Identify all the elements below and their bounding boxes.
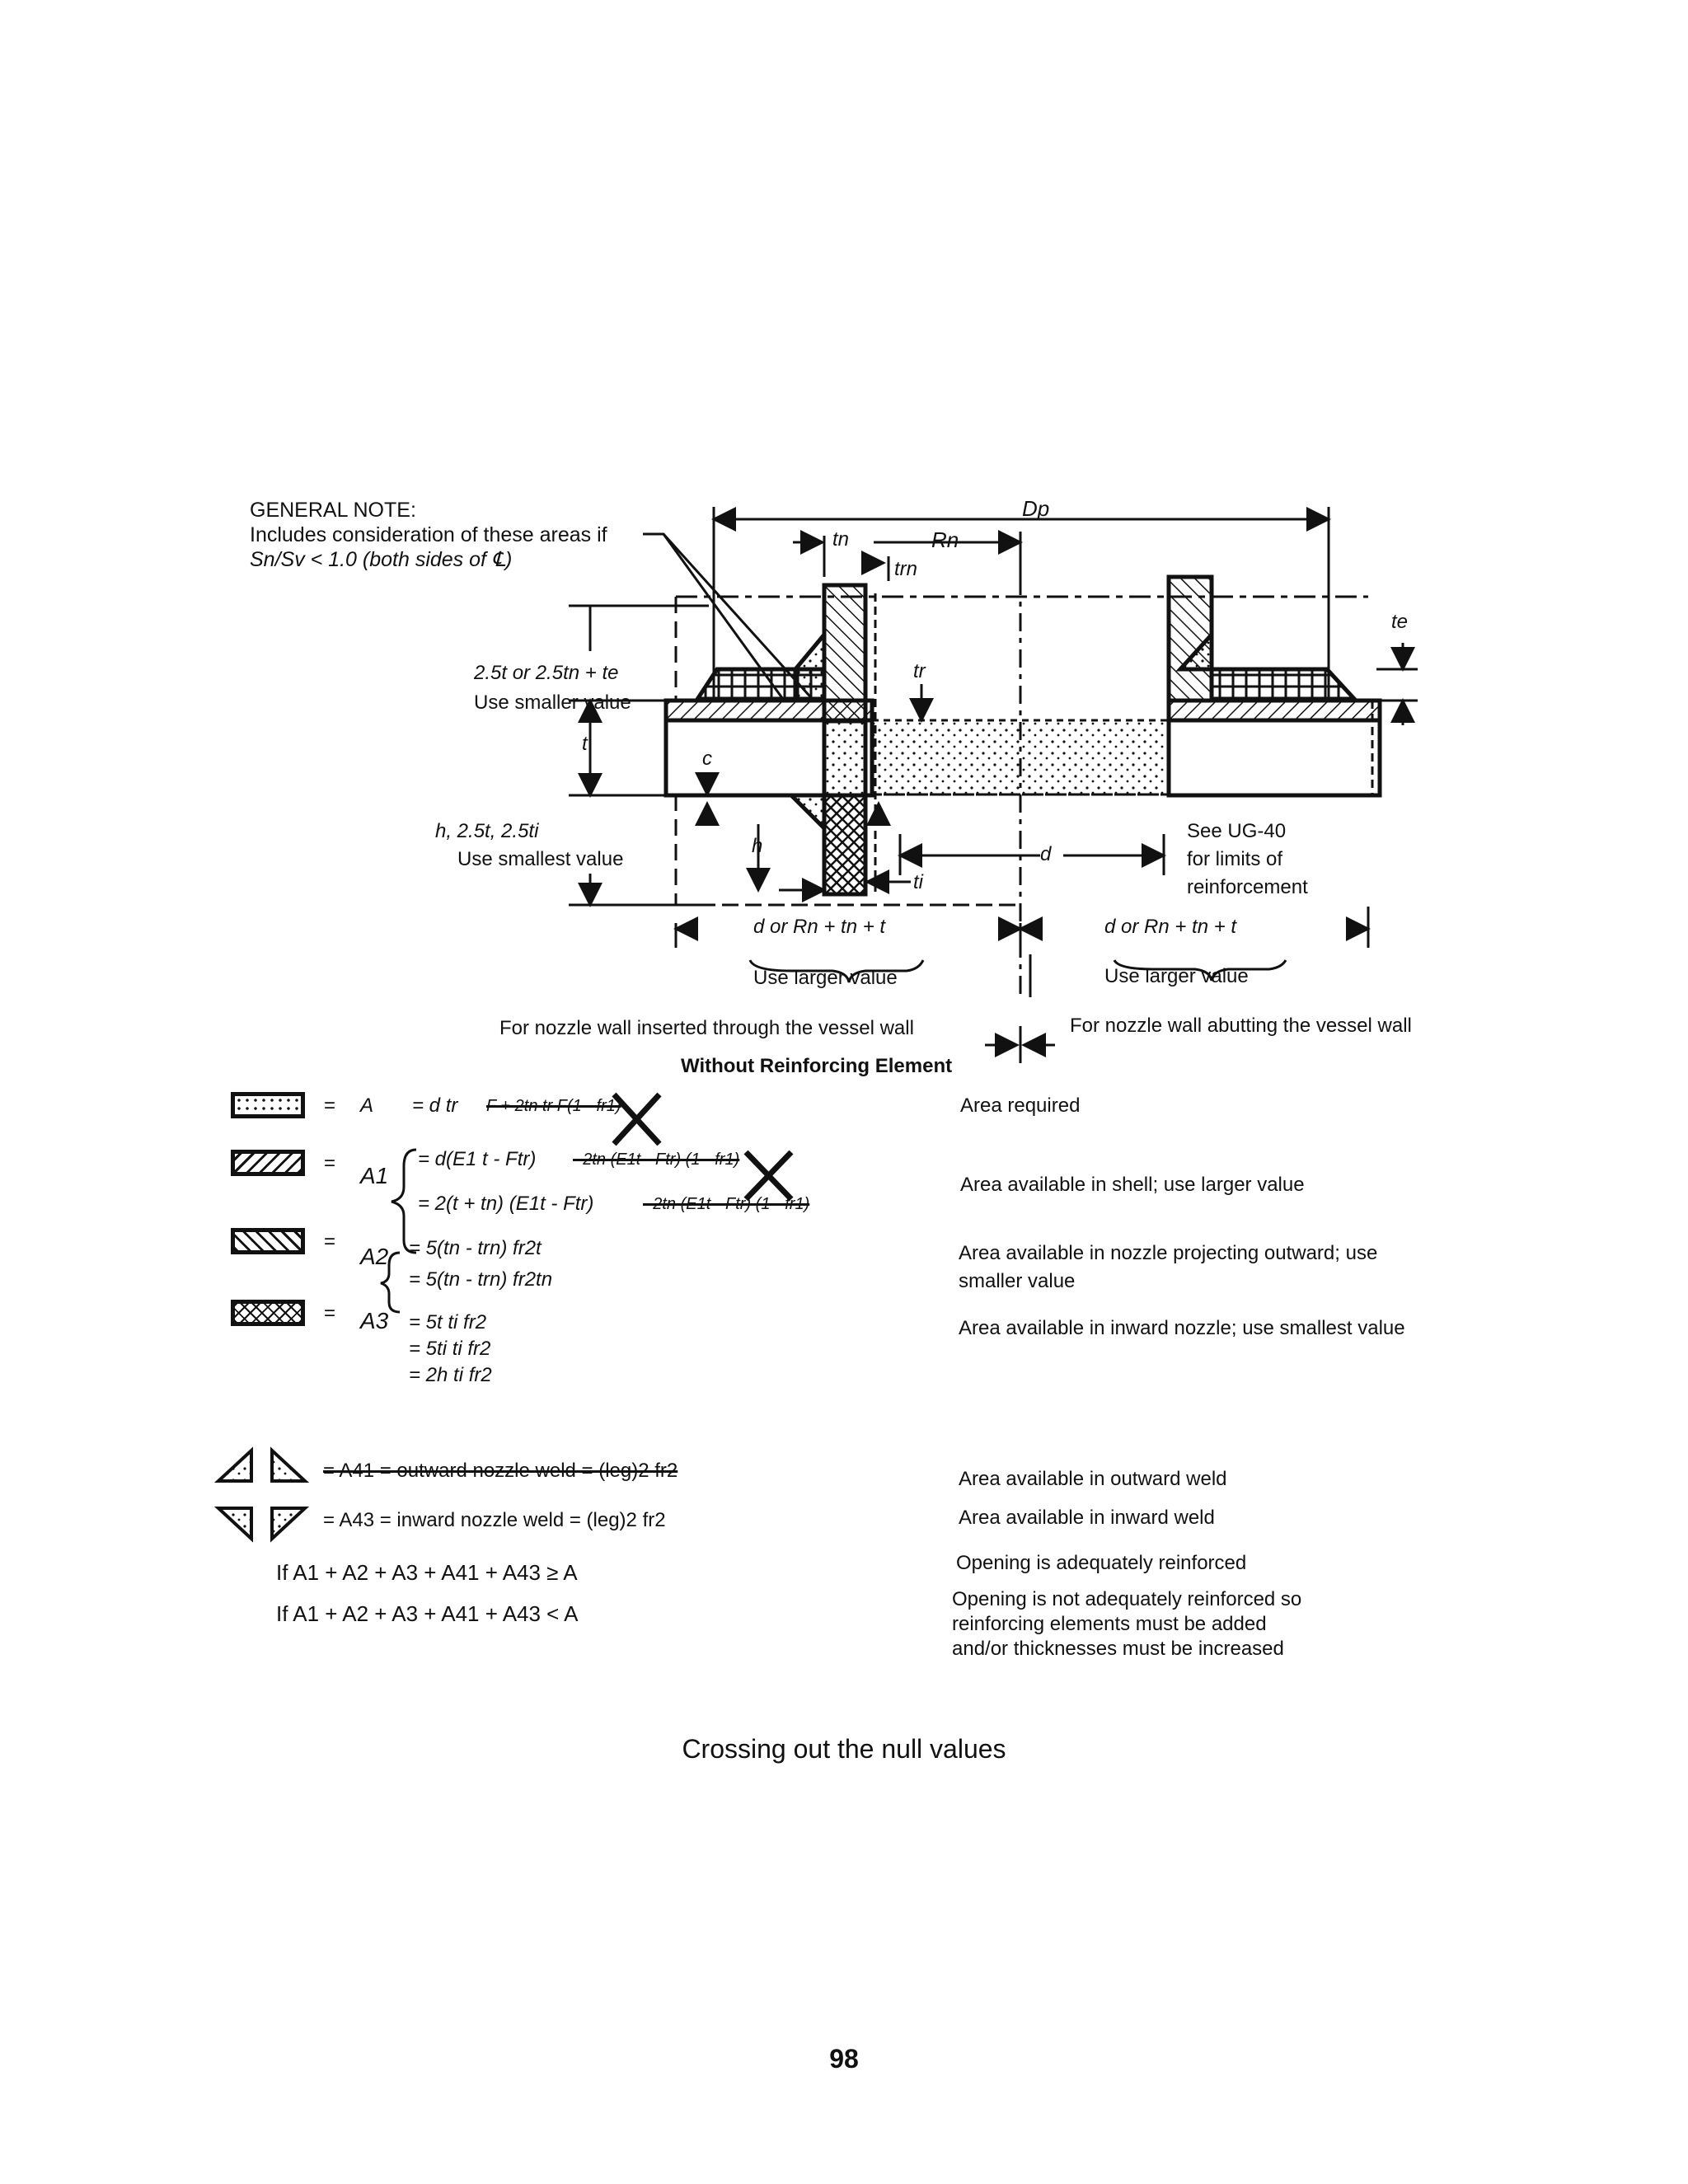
label-trn: trn <box>894 558 918 580</box>
desc-a2-line2: smaller value <box>959 1270 1076 1292</box>
general-note-heading: GENERAL NOTE: <box>250 499 416 522</box>
desc-a43: Area available in inward weld <box>959 1507 1215 1529</box>
label-dp: Dp <box>1022 496 1050 521</box>
eq-a43: = A43 = inward nozzle weld = (leg)2 fr2 <box>323 1509 666 1531</box>
eq-a-f1: = d tr <box>412 1094 458 1117</box>
general-note-line2: Sn/Sv < 1.0 (both sides of ℄) <box>250 548 513 571</box>
bottom-dim-right: d or Rn + tn + t <box>1104 916 1237 938</box>
abutting-note: For nozzle wall abutting the vessel wall <box>1070 1015 1412 1037</box>
bottom-dim-right-sub: Use larger value <box>1104 965 1249 987</box>
limit2-sub: Use smallest value <box>457 848 624 870</box>
eq-a41-struck: = A41 = outward nozzle weld = (leg)2 fr2 <box>323 1460 678 1482</box>
label-te: te <box>1391 611 1409 633</box>
cond2-formula: If A1 + A2 + A3 + A41 + A43 < A <box>276 1601 579 1626</box>
cond1-formula: If A1 + A2 + A3 + A41 + A43 ≥ A <box>276 1560 578 1585</box>
eq-a2-f2: = 5(tn - trn) fr2tn <box>409 1268 553 1291</box>
eq-sign-a1: = <box>324 1152 336 1174</box>
page-number: 98 <box>829 2044 859 2074</box>
desc-a41: Area available in outward weld <box>959 1468 1227 1490</box>
label-t: t <box>582 733 588 755</box>
eq-a3-f2: = 5ti ti fr2 <box>409 1338 491 1360</box>
desc-a: Area required <box>960 1094 1081 1117</box>
limit1-sub: Use smaller value <box>474 691 631 714</box>
cond2-desc3: and/or thicknesses must be increased <box>952 1638 1284 1660</box>
cond1-desc: Opening is adequately reinforced <box>956 1552 1247 1574</box>
sym-a: A <box>360 1094 374 1117</box>
eq-a1-f1-struck: - 2tn (E1t - Ftr) (1 - fr1) <box>573 1151 740 1169</box>
ug40-line3: reinforcement <box>1187 876 1308 898</box>
general-note-line1: Includes consideration of these areas if <box>250 523 607 546</box>
bottom-dim-left-sub: Use larger value <box>753 967 898 989</box>
label-h: h <box>752 835 763 857</box>
label-d: d <box>1040 843 1052 865</box>
desc-a1: Area available in shell; use larger valu… <box>960 1174 1305 1196</box>
eq-sign-a: = <box>324 1094 336 1117</box>
eq-sign-a3: = <box>324 1302 336 1324</box>
eq-a1-f2: = 2(t + tn) (E1t - Ftr) <box>418 1193 594 1215</box>
desc-a2-line1: Area available in nozzle projecting outw… <box>959 1242 1378 1264</box>
label-tn: tn <box>832 528 850 551</box>
cond2-desc2: reinforcing elements must be added <box>952 1613 1267 1635</box>
sym-a3: A3 <box>360 1308 389 1333</box>
eq-a1-f1: = d(E1 t - Ftr) <box>418 1148 537 1170</box>
eq-sign-a2: = <box>324 1230 336 1253</box>
eq-a1-f2-struck: - 2tn (E1t - Ftr) (1 - fr1) <box>643 1195 810 1213</box>
label-c: c <box>702 748 712 770</box>
ug40-line1: See UG-40 <box>1187 820 1287 842</box>
limit1-label: 2.5t or 2.5tn + te <box>474 662 619 684</box>
swatch-area-nozzle-out <box>231 1228 305 1254</box>
section-title: Without Reinforcing Element <box>681 1055 953 1077</box>
limit2-label: h, 2.5t, 2.5ti <box>435 820 539 842</box>
label-rn: Rn <box>931 527 959 552</box>
eq-a3-f1: = 5t ti fr2 <box>409 1311 487 1333</box>
sym-a2: A2 <box>360 1244 389 1269</box>
ug40-line2: for limits of <box>1187 848 1283 870</box>
bottom-dim-left: d or Rn + tn + t <box>753 916 886 938</box>
swatch-area-required <box>231 1092 305 1118</box>
swatch-area-nozzle-in <box>231 1300 305 1326</box>
eq-a2-f1: = 5(tn - trn) fr2t <box>409 1237 542 1259</box>
inserted-note: For nozzle wall inserted through the ves… <box>499 1017 914 1039</box>
swatch-area-shell <box>231 1150 305 1176</box>
figure-caption: Crossing out the null values <box>682 1734 1006 1764</box>
sym-a1: A1 <box>360 1163 389 1188</box>
cond2-desc1: Opening is not adequately reinforced so <box>952 1588 1302 1610</box>
eq-a3-f3: = 2h ti fr2 <box>409 1364 492 1386</box>
desc-a3: Area available in inward nozzle; use sma… <box>959 1317 1405 1339</box>
eq-a-struck: F + 2tn tr F(1 - fr1) <box>486 1097 621 1115</box>
label-tr: tr <box>913 660 926 682</box>
label-ti: ti <box>913 871 923 893</box>
